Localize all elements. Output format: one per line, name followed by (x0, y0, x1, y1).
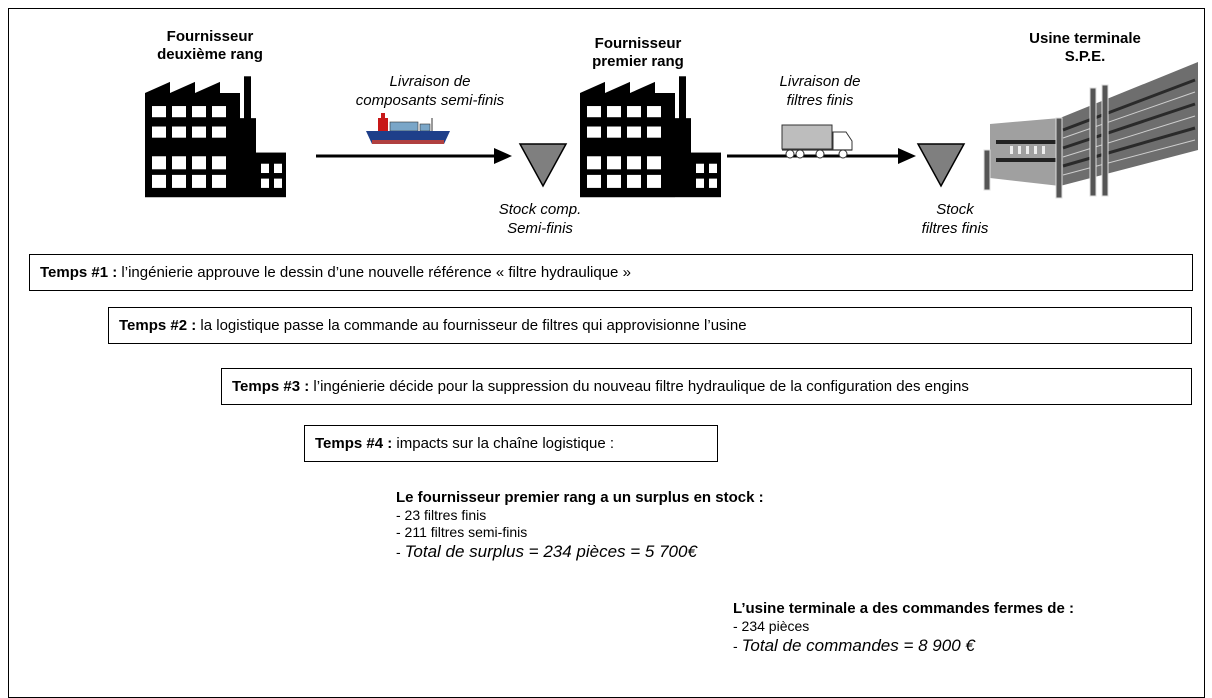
step-2-text: la logistique passe la commande au fourn… (196, 317, 747, 334)
step-3-text: l’ingénierie décide pour la suppression … (309, 378, 969, 395)
flow1-label-line1: Livraison de (389, 73, 471, 90)
stock2-label-line1: Stock (936, 201, 974, 218)
step-3-box: Temps #3 : l’ingénierie décide pour la s… (221, 368, 1192, 405)
surplus-heading: Le fournisseur premier rang a un surplus… (396, 489, 764, 506)
supplier2-title: Fournisseur deuxième rang (140, 28, 280, 64)
ship-icon (366, 113, 450, 144)
step-1-text: l’ingénierie approuve le dessin d’une no… (117, 264, 631, 281)
supplier2-title-line1: Fournisseur (166, 28, 254, 45)
diagram-graphics (145, 62, 1198, 199)
stock1-label: Stock comp. Semi-finis (460, 200, 620, 238)
supplier1-title: Fournisseur premier rang (568, 35, 708, 71)
flow2-label-line1: Livraison de (779, 73, 861, 90)
step-4-text: impacts sur la chaîne logistique : (392, 435, 615, 452)
flow1-label: Livraison de composants semi-finis (330, 72, 530, 110)
supplier1-title-line1: Fournisseur (594, 35, 682, 52)
stock2-triangle-icon (916, 143, 966, 188)
plant-title-line2: S.P.E. (1064, 48, 1106, 65)
supplier2-title-line2: deuxième rang (157, 46, 263, 63)
plant-building-icon (983, 62, 1198, 199)
step-3-label: Temps #3 : (232, 378, 310, 395)
orders-total: Total de commandes = 8 900 € (741, 636, 975, 655)
step-2-box: Temps #2 : la logistique passe la comman… (108, 307, 1192, 344)
stock1-triangle-icon (518, 143, 568, 188)
step-1-label: Temps #1 : (40, 264, 118, 281)
orders-summary: L’usine terminale a des commandes fermes… (733, 599, 1203, 657)
stock2-label: Stock filtres finis (895, 200, 1015, 238)
orders-heading: L’usine terminale a des commandes fermes… (733, 600, 1074, 617)
stock1-label-line1: Stock comp. (498, 201, 582, 218)
orders-total-prefix: - (733, 638, 742, 654)
step-1-box: Temps #1 : l’ingénierie approuve le dess… (29, 254, 1193, 291)
plant-title-line1: Usine terminale (1029, 30, 1141, 47)
surplus-item-1: - 23 filtres finis (396, 507, 487, 523)
surplus-item-2: - 211 filtres semi-finis (396, 524, 528, 540)
surplus-total-line: - Total de surplus = 234 pièces = 5 700€ (396, 541, 916, 563)
plant-title: Usine terminale S.P.E. (1000, 30, 1170, 66)
supplier1-title-line2: premier rang (592, 53, 684, 70)
step-4-box: Temps #4 : impacts sur la chaîne logisti… (304, 425, 718, 462)
orders-item-1: - 234 pièces (733, 618, 810, 634)
surplus-summary: Le fournisseur premier rang a un surplus… (396, 488, 916, 563)
orders-total-line: - Total de commandes = 8 900 € (733, 635, 1203, 657)
stock1-label-line2: Semi-finis (507, 220, 573, 237)
flow2-label: Livraison de filtres finis (750, 72, 890, 110)
surplus-total-prefix: - (396, 544, 405, 560)
flow2-arrow-head (898, 148, 916, 164)
supplier1-factory-icon (580, 76, 721, 198)
flow2-label-line2: filtres finis (786, 92, 854, 109)
step-4-label: Temps #4 : (315, 435, 393, 452)
flow1-label-line2: composants semi-finis (355, 92, 505, 109)
step-2-label: Temps #2 : (119, 317, 197, 334)
flow1-arrow-head (494, 148, 512, 164)
truck-icon (781, 124, 853, 159)
surplus-total: Total de surplus = 234 pièces = 5 700€ (404, 542, 697, 561)
stock2-label-line2: filtres finis (921, 220, 989, 237)
